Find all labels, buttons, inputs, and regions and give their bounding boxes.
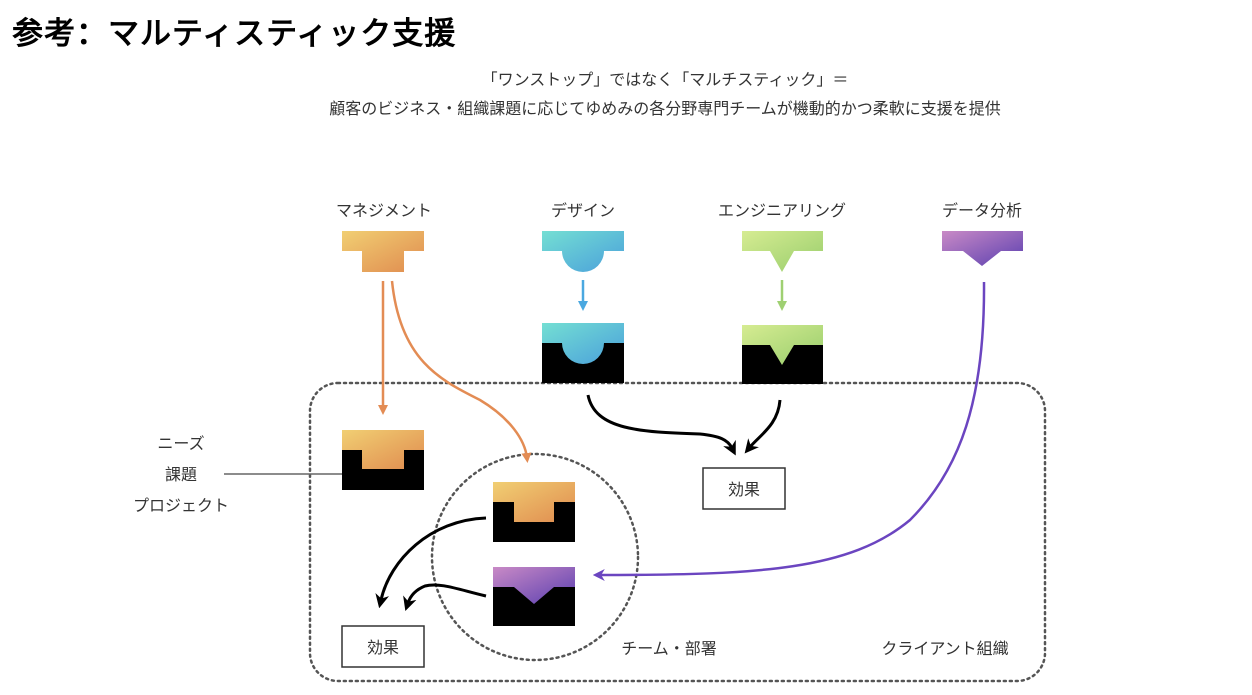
data-analysis-arrow xyxy=(592,281,986,581)
effect-label-bottom: 効果 xyxy=(367,638,399,657)
effect-box-bottom xyxy=(341,625,425,668)
team-label-data-analysis: データ分析 xyxy=(942,201,1022,220)
design-fitted-block xyxy=(542,323,624,383)
subtitle-line-1: 「ワンストップ」ではなく「マルチスティック」＝ xyxy=(481,70,849,89)
needs-management-block xyxy=(342,430,424,490)
design-piece-icon xyxy=(542,231,624,272)
team-label-management: マネジメント xyxy=(336,201,432,220)
subtitle-line-2: 顧客のビジネス・組織課題に応じてゆめみの各分野専門チームが機動的かつ柔軟に支援を… xyxy=(329,99,1001,118)
effect-label-top: 効果 xyxy=(728,480,760,499)
data-analysis-piece-icon xyxy=(942,231,1023,266)
management-effect-arrow xyxy=(375,516,487,609)
effect-box-top xyxy=(702,467,786,510)
design-effect-arrow xyxy=(586,394,736,456)
needs-label: ニーズ xyxy=(157,434,204,453)
project-label: プロジェクト xyxy=(133,496,229,515)
team-label-engineering: エンジニアリング xyxy=(718,201,846,220)
engineering-fitted-block xyxy=(742,325,823,384)
page-title: 参考：マルティスティック支援 xyxy=(12,16,457,52)
issue-label: 課題 xyxy=(165,465,197,484)
client-organization-label: クライアント組織 xyxy=(881,639,1008,658)
team-management-block xyxy=(493,482,575,542)
team-department-label: チーム・部署 xyxy=(621,639,717,658)
management-piece-icon xyxy=(342,231,424,272)
management-arrow-curved xyxy=(390,280,532,463)
team-label-design: デザイン xyxy=(551,201,615,220)
engineering-piece-icon xyxy=(742,231,823,272)
team-data-analysis-block xyxy=(493,567,575,626)
engineering-effect-arrow xyxy=(744,399,782,454)
data-analysis-effect-arrow xyxy=(403,583,487,611)
team-department-boundary xyxy=(430,452,640,662)
